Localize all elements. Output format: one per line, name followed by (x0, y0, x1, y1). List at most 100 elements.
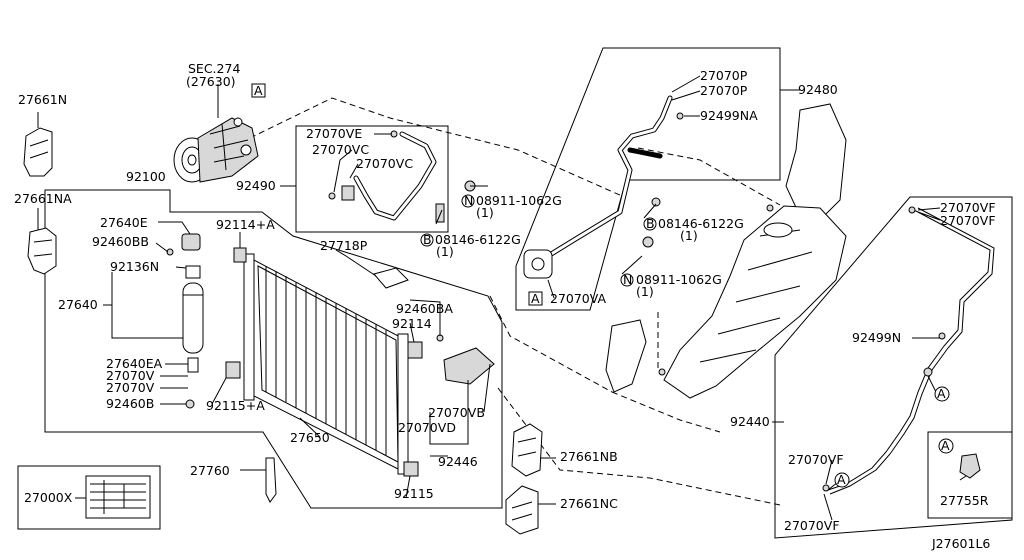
route-condenser-to-bay (489, 295, 613, 393)
b-mark-top (420, 233, 434, 247)
hose-92490 (328, 130, 476, 223)
pipe-92440 (822, 206, 995, 495)
label-92499n: 92499N (852, 330, 901, 345)
condenser-group-frame (44, 189, 503, 509)
label-27640ea: 27640EA (106, 356, 163, 371)
label-08911-right: 08911-1062G (636, 272, 722, 287)
label-27070vf-3: 27070VF (788, 452, 844, 467)
label-92114: 92114 (392, 316, 432, 331)
ref-a-circle-legend (938, 438, 954, 454)
label-08911-right-qty: (1) (636, 284, 654, 299)
ref-a-box-label: A (531, 291, 540, 306)
ref-a-top-box (251, 83, 266, 98)
label-27760: 27760 (190, 463, 230, 478)
bracket-27661nb (511, 423, 543, 477)
compressor (173, 117, 259, 183)
ref-a-top-label: A (254, 83, 263, 98)
label-27661na: 27661NA (14, 191, 72, 206)
sensor-27718p (373, 267, 409, 289)
ref-a-circle-pipe-label: A (937, 386, 946, 401)
label-08146-right: 08146-6122G (658, 216, 744, 231)
label-27070vb: 27070VB (428, 405, 485, 420)
label-92460ba: 92460BA (396, 301, 453, 316)
label-92460b: 92460B (106, 396, 154, 411)
label-27070v-2: 27070V (106, 380, 155, 395)
label-92115: 92115 (394, 486, 434, 501)
label-27070vc-2: 27070VC (356, 156, 413, 171)
label-27070vf-2: 27070VF (940, 213, 996, 228)
label-27070vd: 27070VD (398, 420, 456, 435)
ref-a-circle-legend-label: A (941, 438, 950, 453)
diagram-id: J27601L6 (931, 536, 990, 551)
label-27070vf-1: 27070VF (940, 200, 996, 215)
n-mark-right-label: N (623, 272, 632, 287)
bracket-27661n (23, 127, 53, 177)
label-sec-num: (27630) (186, 74, 236, 89)
label-27000x: 27000X (24, 490, 73, 505)
clip-92114 (407, 341, 423, 359)
pipe-92440-frame (774, 196, 1013, 539)
label-27070ve: 27070VE (306, 126, 362, 141)
label-27650: 27650 (290, 430, 330, 445)
b-mark-top-label: B (423, 232, 432, 247)
label-92136n: 92136N (110, 259, 159, 274)
label-08146-right-qty: (1) (680, 228, 698, 243)
b-mark-right-label: B (646, 216, 655, 231)
label-sec: SEC.274 (188, 61, 240, 76)
label-92480: 92480 (798, 82, 838, 97)
label-27661n: 27661N (18, 92, 67, 107)
clip-92115 (403, 461, 419, 477)
label-27070p-1: 27070P (700, 68, 748, 83)
part-27755r (959, 453, 981, 479)
condenser (243, 253, 409, 475)
detail-a-frame (927, 431, 1013, 519)
label-08911-top-qty: (1) (476, 205, 494, 220)
label-27661nb: 27661NB (560, 449, 618, 464)
route-compressor-to-hose (249, 97, 623, 197)
label-27755r: 27755R (940, 493, 989, 508)
label-92115a: 92115+A (206, 398, 265, 413)
route-hose-to-engine (637, 147, 781, 206)
ref-a-circle-pipe (934, 386, 950, 402)
hose-92480 (523, 95, 684, 279)
label-92100: 92100 (126, 169, 166, 184)
label-27718p: 27718P (320, 238, 368, 253)
n-mark-right (620, 273, 634, 287)
label-08911-top: 08911-1062G (476, 193, 562, 208)
leader-lines (37, 75, 967, 521)
route-engine-to-pipe (611, 391, 721, 433)
label-27661nc: 27661NC (560, 496, 618, 511)
label-92440: 92440 (730, 414, 770, 429)
label-27070v-1: 27070V (106, 368, 155, 383)
label-92460bb: 92460BB (92, 234, 149, 249)
hose-92480-frame (515, 47, 781, 311)
bracket-27661na (27, 227, 57, 275)
label-27070vc-1: 27070VC (312, 142, 369, 157)
ref-a-circle-lower (834, 472, 850, 488)
bracket-27760 (265, 457, 277, 503)
label-27070vf-4: 27070VF (784, 518, 840, 533)
ref-a-box (528, 291, 543, 306)
clip-92114a (233, 247, 247, 263)
label-27070va: 27070VA (550, 291, 607, 306)
engine-bay-structure (605, 103, 847, 399)
n-mark-top (461, 194, 475, 208)
ref-a-circle-lower-label: A (837, 472, 846, 487)
label-08146-top-qty: (1) (436, 244, 454, 259)
clip-92115a (225, 361, 241, 379)
label-92114a: 92114+A (216, 217, 275, 232)
label-27000x-frame (17, 465, 161, 530)
label-27640e: 27640E (100, 215, 148, 230)
b-mark-right (643, 217, 657, 231)
pipe-bracket-92446 (443, 347, 495, 385)
label-92499na: 92499NA (700, 108, 758, 123)
bracket-27661nc (505, 485, 539, 535)
hose-92490-frame (295, 125, 449, 233)
label-92446: 92446 (438, 454, 478, 469)
receiver-drier (166, 233, 204, 409)
n-mark-top-label: N (464, 193, 473, 208)
label-27640: 27640 (58, 297, 98, 312)
label-08146-top: 08146-6122G (435, 232, 521, 247)
